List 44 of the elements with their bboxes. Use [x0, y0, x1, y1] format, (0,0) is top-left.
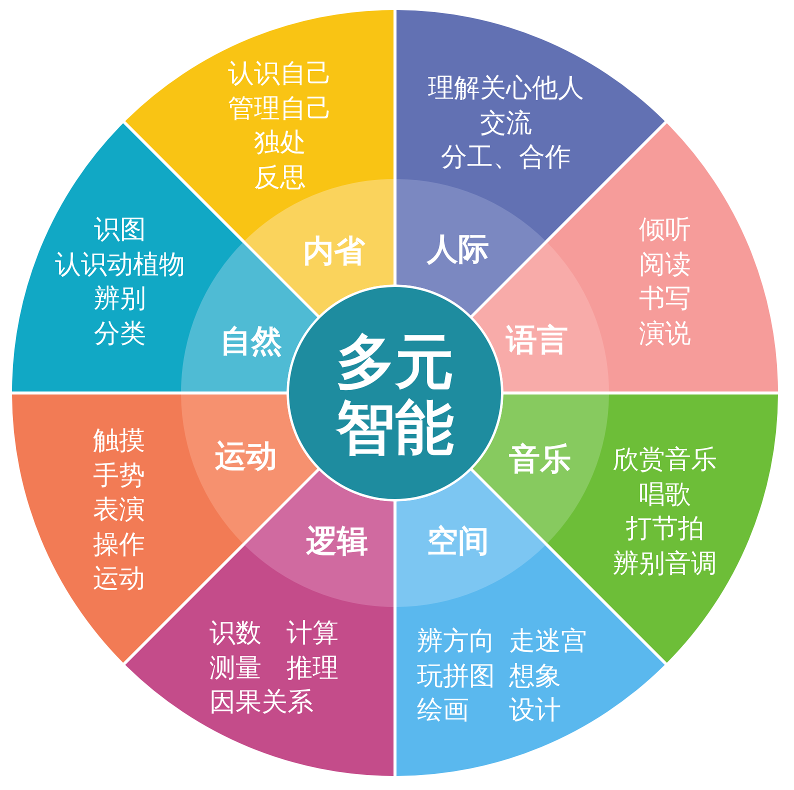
- center-title: 多元智能: [334, 329, 455, 461]
- sector-item: 阅读: [639, 248, 691, 282]
- sector-item: 独处: [254, 127, 306, 160]
- sector-item: 辨别音调: [613, 548, 717, 580]
- sector-item: 表演: [93, 494, 145, 527]
- sector-title: 内省: [303, 233, 365, 271]
- sector-item: 设计: [509, 694, 561, 728]
- sector-item: 走迷宫: [509, 625, 587, 658]
- sector-title: 运动: [215, 438, 277, 476]
- sector-item: 测量: [210, 652, 262, 685]
- sector-item: 玩拼图: [417, 660, 495, 693]
- sector-item: 理解关心他人: [428, 72, 584, 106]
- sector-title: 人际: [427, 231, 489, 269]
- sector-item: 唱歌: [639, 478, 691, 512]
- sector-title: 逻辑: [306, 523, 368, 561]
- sector-item: 操作: [93, 528, 145, 562]
- sector-item: 识图: [94, 214, 146, 247]
- sector-item: 分类: [94, 318, 146, 350]
- sector-item: 推理: [286, 652, 338, 685]
- sector-item: 欣赏音乐: [613, 444, 717, 477]
- sector-item: 演说: [639, 318, 691, 350]
- sector-item: 交流: [480, 106, 532, 140]
- sector-title: 空间: [427, 523, 489, 561]
- sector-item: 识数: [210, 617, 262, 650]
- sector-item: 运动: [93, 562, 145, 596]
- sector-item: 书写: [639, 283, 691, 316]
- sector-item: 想象: [509, 660, 561, 693]
- sector-item: 认识动植物: [55, 248, 185, 282]
- sector-item: 手势: [93, 459, 145, 492]
- sector-item: 打节拍: [626, 513, 704, 546]
- sector-item: 辨方向: [417, 625, 495, 658]
- sector-item: 倾听: [639, 214, 691, 247]
- sector-item: 反思: [254, 162, 306, 194]
- sector-item: 计算: [286, 617, 338, 650]
- sector-title: 语言: [506, 322, 568, 360]
- sector-item: 认识自己: [228, 58, 332, 91]
- sector-title: 自然: [220, 323, 282, 361]
- sector-item: 绘画: [417, 694, 469, 728]
- sector-item: 管理自己: [228, 92, 332, 126]
- sector-item: 因果关系: [210, 686, 314, 720]
- sector-item: 触摸: [93, 424, 145, 458]
- sector-title: 音乐: [509, 441, 571, 479]
- sector-item: 分工、合作: [441, 141, 571, 174]
- sector-item: 辨别: [94, 283, 146, 316]
